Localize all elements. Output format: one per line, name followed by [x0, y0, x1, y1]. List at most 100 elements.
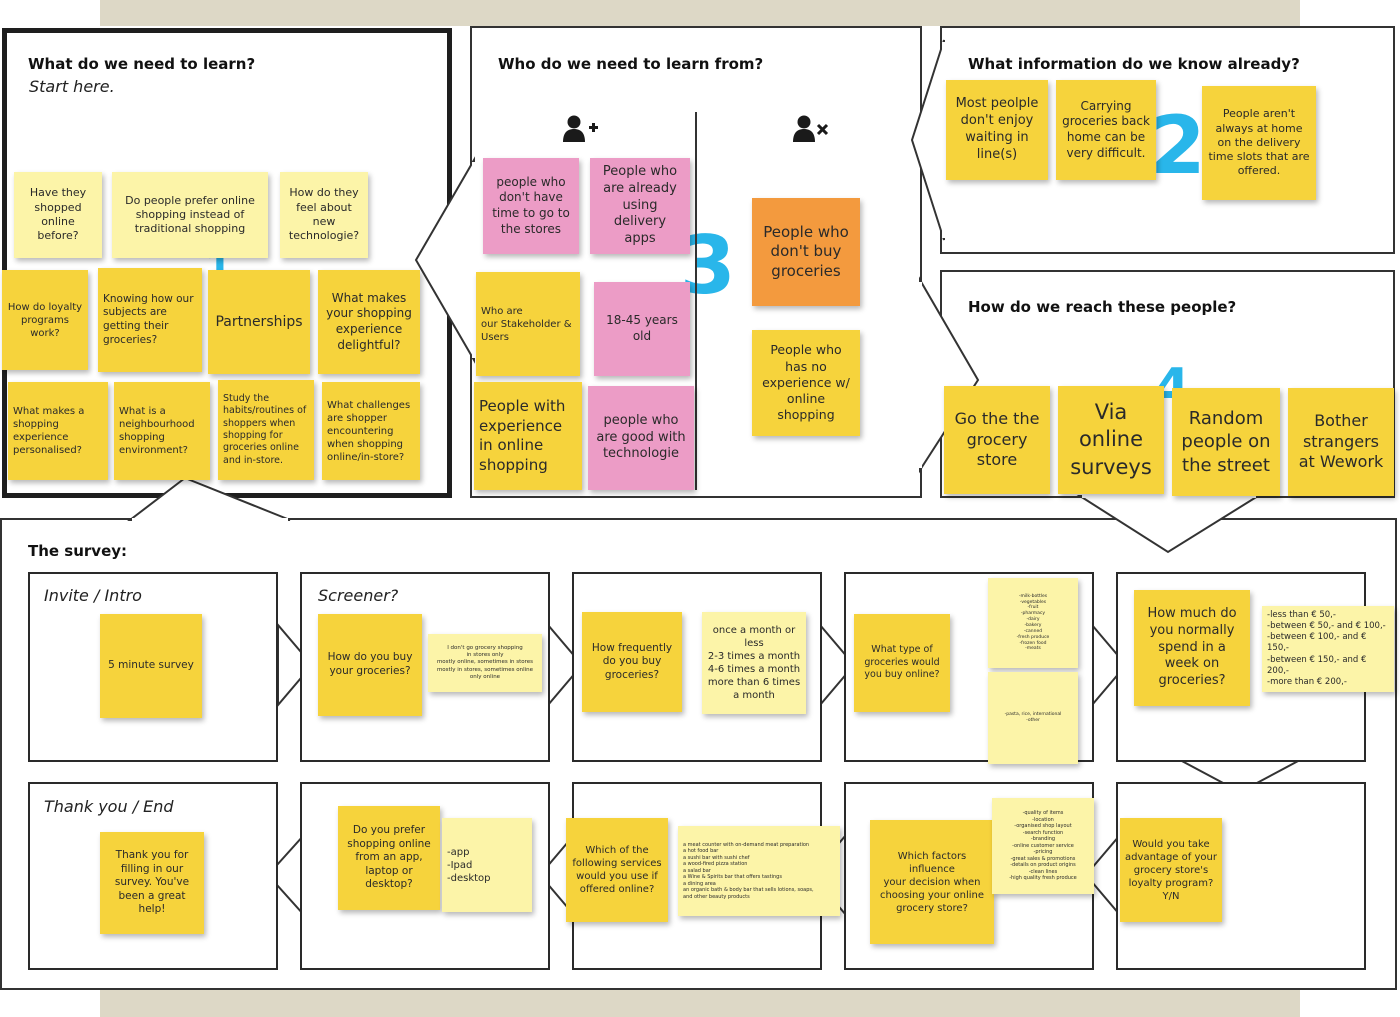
note-text: Random people on the street	[1181, 407, 1271, 476]
note-how-buy-groceries[interactable]: How do you buy your groceries?	[318, 614, 422, 716]
note-text: -quality of items -location -organised s…	[1009, 810, 1077, 882]
note-text: People aren't always at home on the deli…	[1208, 107, 1310, 178]
survey-box-end-label: Thank you / End	[44, 797, 174, 816]
note-text: People who don't buy groceries	[763, 222, 849, 280]
note-text: -app -Ipad -desktop	[447, 846, 491, 884]
note-text: What makes a shopping experience persona…	[13, 406, 85, 456]
learn-subtitle: Start here.	[29, 77, 115, 96]
note-wework-strangers[interactable]: Bother strangers at Wework	[1288, 388, 1394, 496]
note-text: Which factors influence your decision wh…	[879, 850, 985, 914]
note-age-range[interactable]: 18-45 years old	[594, 282, 690, 376]
note-text: Do you prefer shopping online from an ap…	[347, 823, 431, 891]
note-text: How do you buy your groceries?	[327, 651, 413, 677]
note-spend-options[interactable]: -less than € 50,- -between € 50,- and € …	[1262, 606, 1394, 692]
user-times-icon	[793, 115, 829, 142]
user-plus-icon	[563, 115, 598, 142]
note-delightful-experience[interactable]: What makes your shopping experience deli…	[318, 270, 420, 374]
note-thank-you[interactable]: Thank you for filling in our survey. You…	[100, 832, 204, 934]
note-shopped-online[interactable]: Have they shopped online before?	[14, 172, 102, 258]
note-random-people[interactable]: Random people on the street	[1172, 388, 1280, 496]
note-text: Would you take advantage of your grocery…	[1125, 838, 1217, 902]
note-grocery-type[interactable]: What type of groceries would you buy onl…	[854, 614, 950, 712]
note-text: How do loyalty programs work?	[7, 301, 83, 339]
note-text: people who don't have time to go to the …	[492, 174, 570, 236]
note-services-options[interactable]: a meat counter with on-demand meat prepa…	[678, 826, 840, 916]
note-text: Most peolple don't enjoy waiting in line…	[955, 96, 1039, 162]
note-text: Go the the grocery store	[954, 408, 1040, 470]
note-text: Partnerships	[215, 313, 303, 330]
note-text: How frequently do you buy groceries?	[591, 641, 673, 681]
note-services-offered[interactable]: Which of the following services would yo…	[566, 818, 668, 922]
note-text: Who are our Stakeholder & Users	[481, 305, 572, 343]
note-text: People with experience in online shoppin…	[479, 397, 566, 474]
note-text: Which of the following services would yo…	[572, 845, 662, 895]
note-grocery-store[interactable]: Go the the grocery store	[944, 386, 1050, 494]
note-no-time[interactable]: people who don't have time to go to the …	[483, 158, 579, 254]
note-loyalty-programs[interactable]: How do loyalty programs work?	[2, 270, 88, 370]
note-how-frequently[interactable]: How frequently do you buy groceries?	[582, 612, 682, 712]
note-no-online-experience[interactable]: People who has no experience w/ online s…	[752, 330, 860, 436]
background-strip-top	[100, 0, 1300, 26]
reach-title: How do we reach these people?	[968, 298, 1237, 316]
note-frequency-options[interactable]: once a month or less 2-3 times a month 4…	[702, 612, 806, 714]
note-text: What challenges are shopper encountering…	[327, 399, 411, 463]
note-new-technology[interactable]: How do they feel about new technologie?	[280, 172, 368, 258]
note-text: Via online surveys	[1070, 400, 1152, 479]
survey-title: The survey:	[28, 542, 128, 560]
note-buy-options[interactable]: I don't go grocery shopping in stores on…	[428, 634, 542, 692]
note-text: Bother strangers at Wework	[1298, 410, 1384, 472]
note-text: Knowing how our subjects are getting the…	[103, 292, 194, 346]
note-text: People who are already using delivery ap…	[602, 163, 678, 247]
note-partnerships[interactable]: Partnerships	[208, 270, 310, 374]
note-stakeholders[interactable]: Who are our Stakeholder & Users	[476, 272, 580, 376]
note-device-preference[interactable]: Do you prefer shopping online from an ap…	[338, 806, 440, 910]
note-text: a meat counter with on-demand meat prepa…	[683, 841, 814, 900]
note-waiting-in-line[interactable]: Most peolple don't enjoy waiting in line…	[946, 80, 1048, 180]
note-text: -milk-bottles -vegetables -fruit -pharma…	[1016, 593, 1050, 652]
note-online-surveys[interactable]: Via online surveys	[1058, 386, 1164, 494]
learn-title: What do we need to learn?	[28, 55, 256, 73]
who-divider	[695, 112, 697, 490]
know-step-number: 2	[1150, 99, 1206, 192]
note-text: How do they feel about new technologie?	[288, 186, 360, 243]
note-five-minute-survey[interactable]: 5 minute survey	[100, 614, 202, 718]
note-text: Carrying groceries back home can be very…	[1062, 98, 1150, 160]
note-weekly-spend[interactable]: How much do you normally spend in a week…	[1134, 590, 1250, 706]
note-carrying-groceries[interactable]: Carrying groceries back home can be very…	[1056, 80, 1156, 180]
note-text: How much do you normally spend in a week…	[1147, 605, 1237, 689]
note-good-with-tech[interactable]: people who are good with technologie	[588, 386, 694, 490]
note-text: once a month or less 2-3 times a month 4…	[707, 625, 801, 701]
note-text: What is a neighbourhood shopping environ…	[119, 406, 195, 456]
note-text: 18-45 years old	[606, 313, 678, 343]
note-prefer-online[interactable]: Do people prefer online shopping instead…	[112, 172, 268, 258]
note-text: I don't go grocery shopping in stores on…	[436, 645, 534, 680]
note-factors-options[interactable]: -quality of items -location -organised s…	[992, 798, 1094, 894]
note-delivery-slots[interactable]: People aren't always at home on the deli…	[1202, 86, 1316, 200]
survey-box-intro-label: Invite / Intro	[44, 586, 142, 605]
note-text: -less than € 50,- -between € 50,- and € …	[1267, 610, 1386, 687]
note-grocery-type-other[interactable]: -pasta, rice, international -other	[988, 672, 1078, 764]
note-device-options[interactable]: -app -Ipad -desktop	[442, 818, 532, 912]
note-text: Study the habits/routines of shoppers wh…	[223, 392, 307, 466]
know-title: What information do we know already?	[968, 55, 1300, 73]
note-getting-groceries[interactable]: Knowing how our subjects are getting the…	[98, 268, 202, 372]
note-text: Thank you for filling in our survey. You…	[114, 848, 190, 916]
note-text: Have they shopped online before?	[29, 186, 87, 243]
note-text: people who are good with technologie	[596, 412, 686, 462]
note-text: What type of groceries would you buy onl…	[864, 644, 940, 681]
note-text: 5 minute survey	[108, 659, 194, 672]
note-grocery-type-options[interactable]: -milk-bottles -vegetables -fruit -pharma…	[988, 578, 1078, 668]
note-decision-factors[interactable]: Which factors influence your decision wh…	[870, 820, 994, 944]
note-personalised-experience[interactable]: What makes a shopping experience persona…	[8, 382, 108, 480]
note-experience-online[interactable]: People with experience in online shoppin…	[474, 382, 582, 490]
note-text: What makes your shopping experience deli…	[326, 290, 412, 352]
note-neighbourhood-environment[interactable]: What is a neighbourhood shopping environ…	[114, 382, 210, 480]
note-loyalty-program[interactable]: Would you take advantage of your grocery…	[1120, 818, 1222, 922]
who-title: Who do we need to learn from?	[498, 55, 764, 73]
note-dont-buy-groceries[interactable]: People who don't buy groceries	[752, 198, 860, 306]
note-study-habits[interactable]: Study the habits/routines of shoppers wh…	[218, 380, 314, 480]
note-challenges[interactable]: What challenges are shopper encountering…	[322, 382, 420, 480]
background-strip-bottom	[100, 990, 1300, 1017]
note-delivery-apps[interactable]: People who are already using delivery ap…	[590, 158, 690, 254]
